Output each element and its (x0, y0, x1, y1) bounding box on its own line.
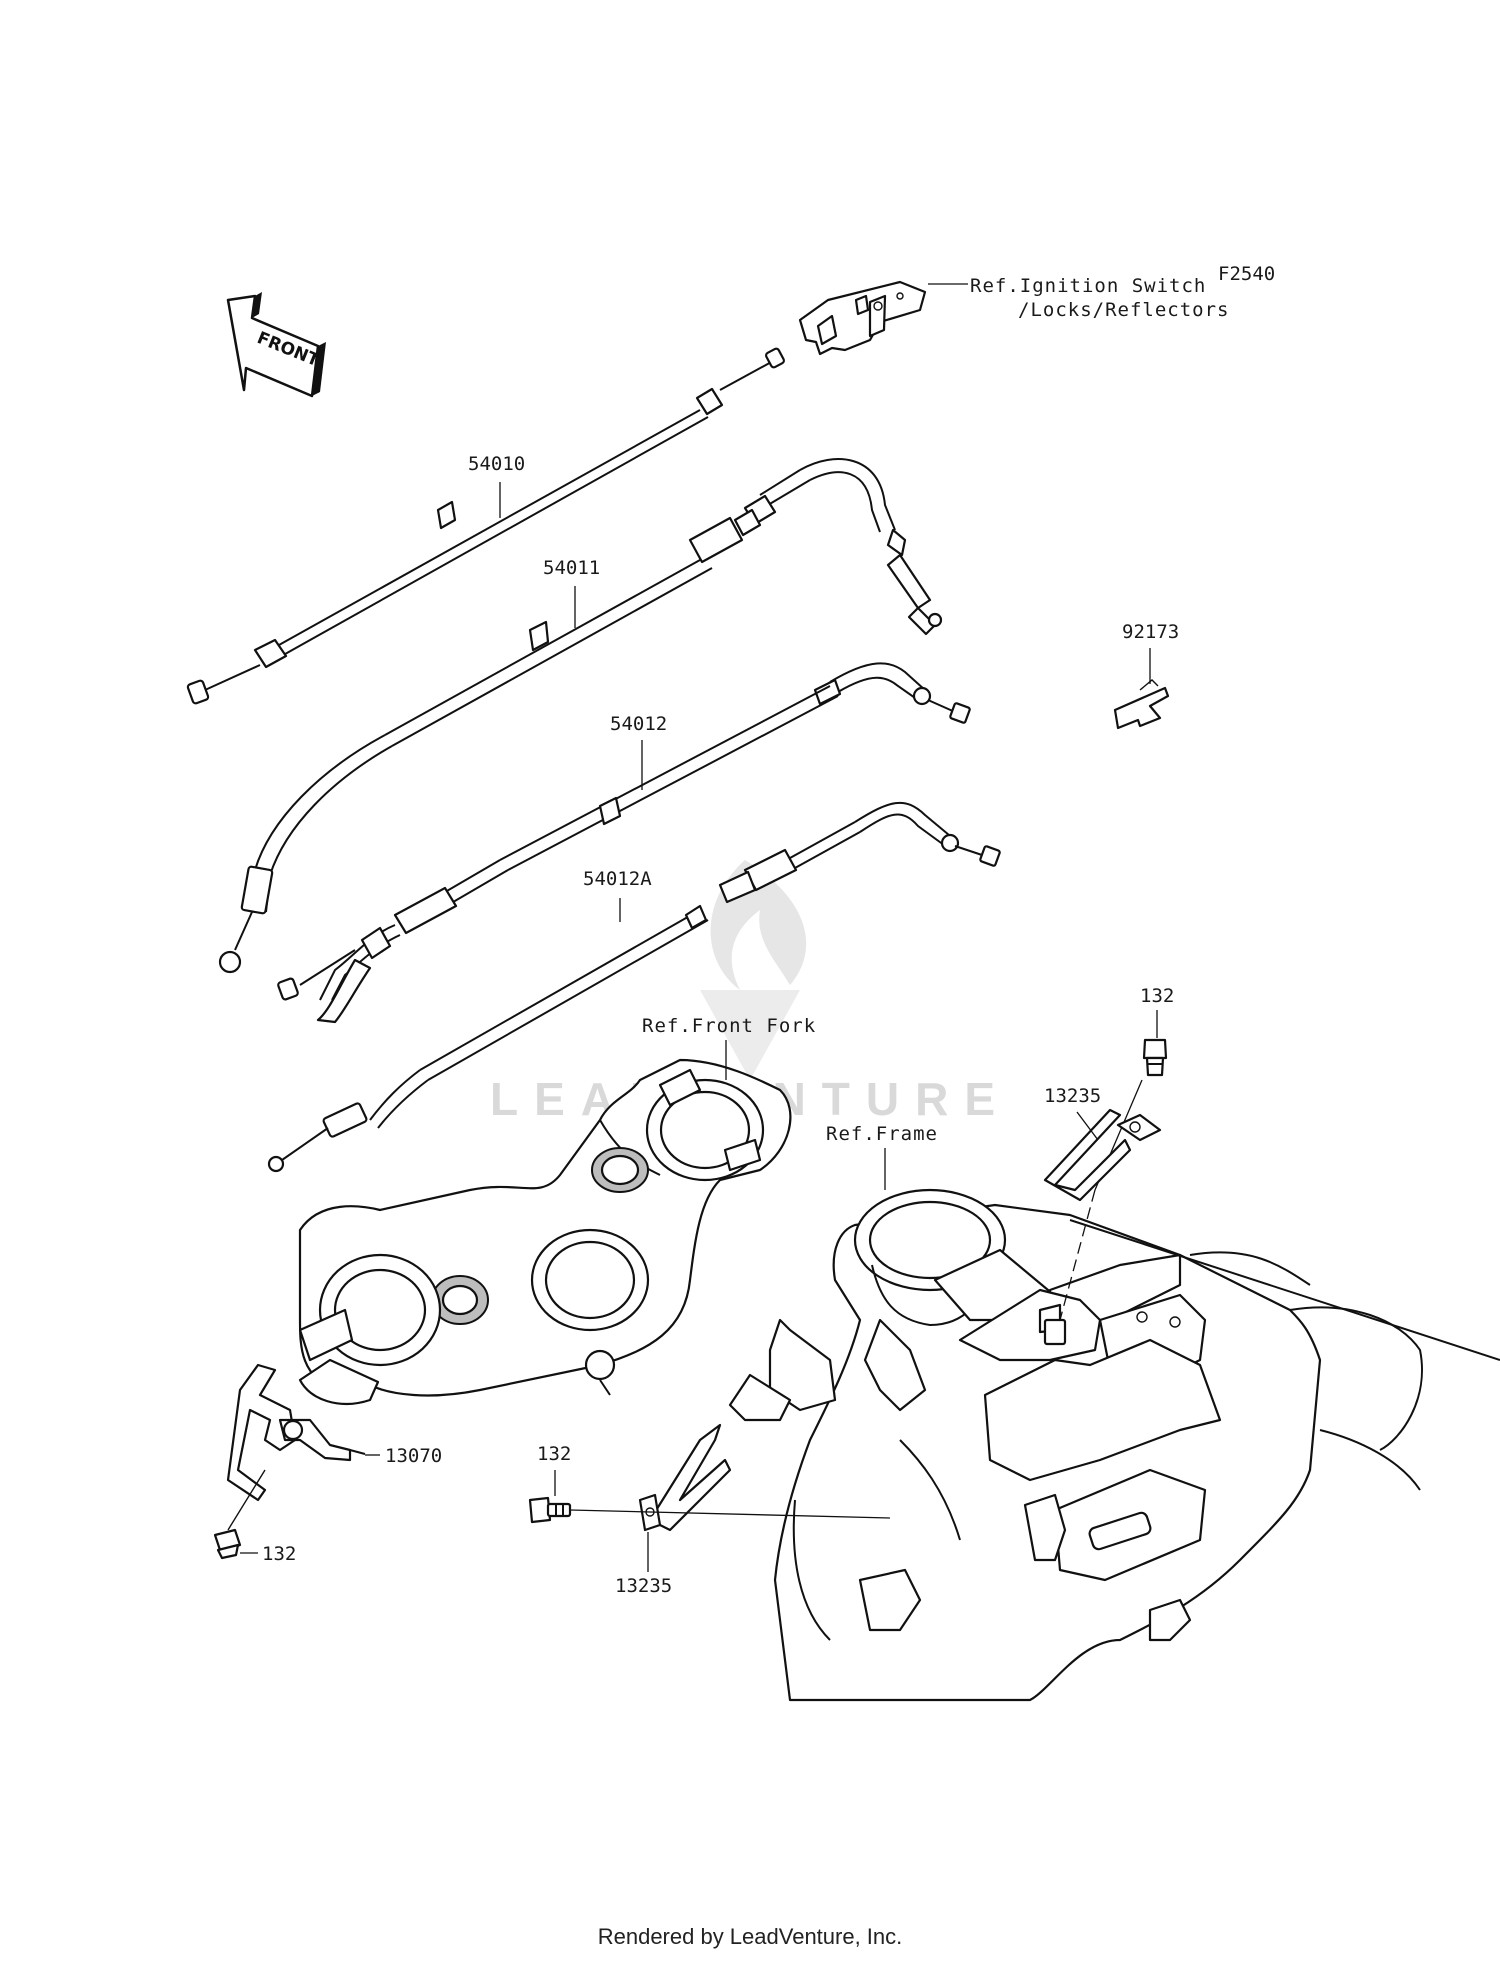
cable-54012a (267, 801, 1001, 1173)
diagram-code: F2540 (1218, 263, 1275, 285)
watermark-v-icon (700, 990, 800, 1080)
ref-locks-reflectors: /Locks/Reflectors (1018, 299, 1229, 321)
callout-54011: 54011 (543, 557, 600, 579)
callout-54012: 54012 (610, 713, 667, 735)
callout-132-mid: 132 (537, 1443, 571, 1465)
ignition-switch-bracket (798, 280, 968, 356)
bolt-132-top (1142, 1038, 1168, 1077)
callout-132-top: 132 (1140, 985, 1174, 1007)
ref-frame: Ref.Frame (826, 1123, 938, 1145)
front-fork-triple-clamp (298, 1058, 792, 1405)
bolt-132-mid (528, 1496, 572, 1524)
cable-54011 (218, 458, 943, 974)
clamp-13070 (226, 1363, 380, 1502)
cable-54012 (277, 662, 971, 1024)
callout-92173: 92173 (1122, 621, 1179, 643)
callout-13235-top: 13235 (1044, 1085, 1101, 1107)
ref-front-fork: Ref.Front Fork (642, 1015, 816, 1037)
callout-132-left: 132 (262, 1543, 296, 1565)
front-arrow-icon: FRONT (226, 292, 326, 398)
callout-54010: 54010 (468, 453, 525, 475)
clip-92173 (1113, 679, 1170, 730)
footer-credit: Rendered by LeadVenture, Inc. (598, 1924, 903, 1949)
clamp-13235-top (1043, 1108, 1162, 1202)
ref-ignition-switch: Ref.Ignition Switch (970, 275, 1206, 297)
callout-13235-bottom: 13235 (615, 1575, 672, 1597)
frame-body (728, 1188, 1500, 1702)
cable-54010 (186, 347, 785, 705)
callout-13070: 13070 (385, 1445, 442, 1467)
bolt-132-left (213, 1469, 266, 1560)
clamp-13235-bottom (638, 1423, 732, 1532)
callout-54012a: 54012A (583, 868, 652, 890)
